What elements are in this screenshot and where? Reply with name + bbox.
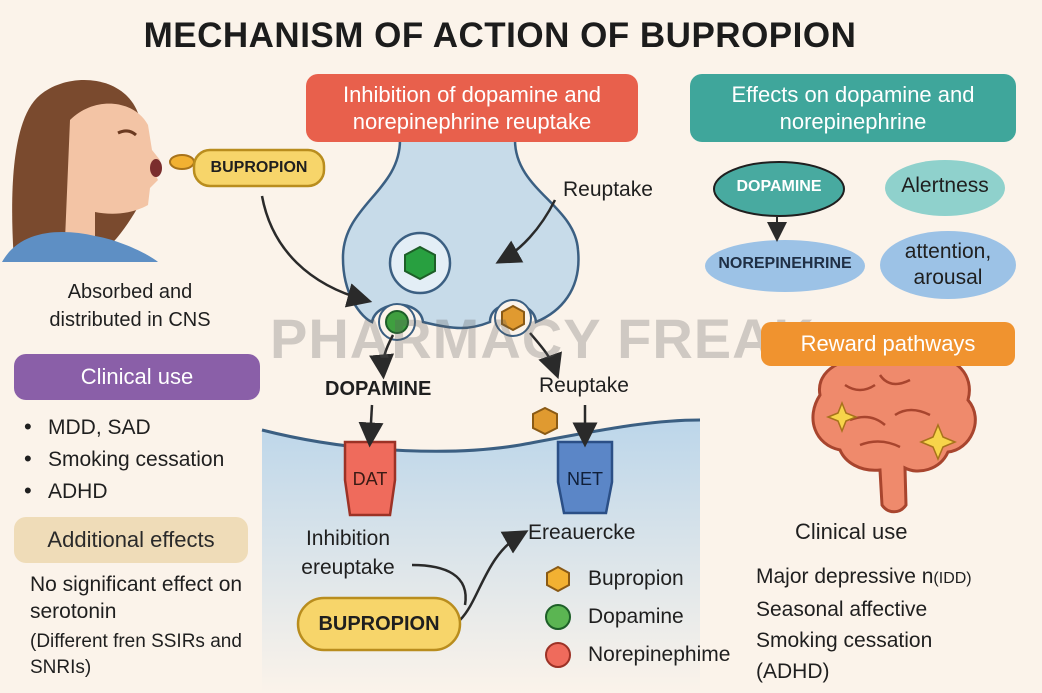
reward-pathways-header: Reward pathways bbox=[761, 322, 1015, 366]
alertness-node-label: Alertness bbox=[901, 174, 989, 197]
pill-icon bbox=[169, 154, 195, 170]
ereauercke-label: Ereauercke bbox=[528, 521, 636, 544]
legend-label: Bupropion bbox=[588, 567, 684, 590]
dopamine-molecule-icon bbox=[404, 245, 436, 281]
additional-effects-header: Additional effects bbox=[14, 517, 248, 563]
reuptake-label-top: Reuptake bbox=[563, 178, 653, 201]
attention-node-label: attention, arousal bbox=[904, 240, 992, 289]
page-title: MECHANISM OF ACTION OF BUPROPION bbox=[143, 16, 857, 55]
presynaptic-neuron bbox=[341, 138, 580, 330]
clinical-use-list: MDD, SAD Smoking cessation ADHD bbox=[24, 411, 254, 507]
bupropion-action-arrow bbox=[459, 530, 529, 621]
net-transporter-icon bbox=[556, 440, 614, 515]
bupropion-tag-shape bbox=[192, 148, 326, 188]
serotonin-text: No significant effect on serotonin bbox=[30, 573, 243, 623]
effects-header: Effects on dopamine and norepinephrine bbox=[690, 74, 1016, 142]
absorption-arrow bbox=[260, 195, 373, 308]
list-item: (ADHD) bbox=[756, 660, 830, 683]
legend: Bupropion Dopamine Norepinephime bbox=[544, 560, 730, 674]
hexagon-icon bbox=[546, 565, 570, 593]
attention-node-shape bbox=[880, 231, 1016, 299]
list-item: Seasonal affective bbox=[756, 598, 928, 621]
bupropion-floating-icon bbox=[532, 406, 558, 436]
dat-label: DAT bbox=[352, 469, 388, 489]
list-item: Smoking cessation bbox=[24, 443, 254, 475]
legend-item-dopamine: Dopamine bbox=[544, 598, 730, 636]
circle-icon bbox=[545, 604, 571, 630]
clinical-line-main: Major depressive n bbox=[756, 565, 934, 588]
dopamine-release-arrow bbox=[369, 334, 395, 380]
legend-label: Norepinephime bbox=[588, 643, 731, 666]
dopamine-node-label: DOPAMINE bbox=[736, 178, 822, 195]
norepinephrine-node-label: NOREPINEHRINE bbox=[718, 255, 852, 272]
clinical-use-list-right: Major depressive n(IDD) Seasonal affecti… bbox=[756, 561, 1036, 687]
inhibition-text: Inhibition ereuptake bbox=[301, 527, 395, 579]
bupropion-bottom-label: BUPROPION bbox=[318, 613, 440, 635]
dopamine-release-icon bbox=[385, 310, 409, 334]
reuptake-arrow-top bbox=[495, 199, 557, 264]
dopamine-label: DOPAMINE bbox=[325, 378, 432, 400]
reuptake-arrow-mid bbox=[529, 332, 562, 380]
serotonin-note: (Different fren SSIRs and SNRIs) bbox=[30, 631, 242, 678]
dat-transporter-icon bbox=[343, 440, 397, 517]
legend-label: Dopamine bbox=[588, 605, 684, 628]
reuptake-label-mid: Reuptake bbox=[539, 374, 629, 397]
dopamine-node-shape bbox=[713, 161, 845, 217]
list-item: MDD, SAD bbox=[24, 411, 254, 443]
list-item: Smoking cessation bbox=[756, 629, 933, 652]
alertness-node-shape bbox=[885, 160, 1005, 216]
norepinephrine-node-shape bbox=[705, 240, 865, 292]
circle-icon bbox=[545, 642, 571, 668]
woman-illustration bbox=[2, 80, 162, 263]
dopamine-to-dat-arrow bbox=[358, 404, 384, 448]
absorbed-text: Absorbed and distributed in CNS bbox=[49, 281, 211, 331]
watermark: PHARMACY FREAK bbox=[270, 307, 815, 370]
legend-item-norepinephrine: Norepinephime bbox=[544, 636, 730, 674]
list-item: ADHD bbox=[24, 475, 254, 507]
clinical-line-small: (IDD) bbox=[933, 570, 972, 587]
inhibition-header: Inhibition of dopamine and norepinephrin… bbox=[306, 74, 638, 142]
inhibition-line bbox=[411, 563, 467, 606]
net-label: NET bbox=[567, 469, 603, 489]
clinical-use-title-right: Clinical use bbox=[795, 519, 908, 544]
bupropion-molecule-icon bbox=[501, 304, 525, 332]
bupropion-bottom-shape bbox=[296, 596, 462, 652]
list-item: Major depressive n(IDD) bbox=[756, 561, 1036, 594]
brain-icon bbox=[811, 347, 977, 514]
legend-item-bupropion: Bupropion bbox=[544, 560, 730, 598]
clinical-use-header-left: Clinical use bbox=[14, 354, 260, 400]
bupropion-tag-label: BUPROPION bbox=[210, 159, 308, 176]
